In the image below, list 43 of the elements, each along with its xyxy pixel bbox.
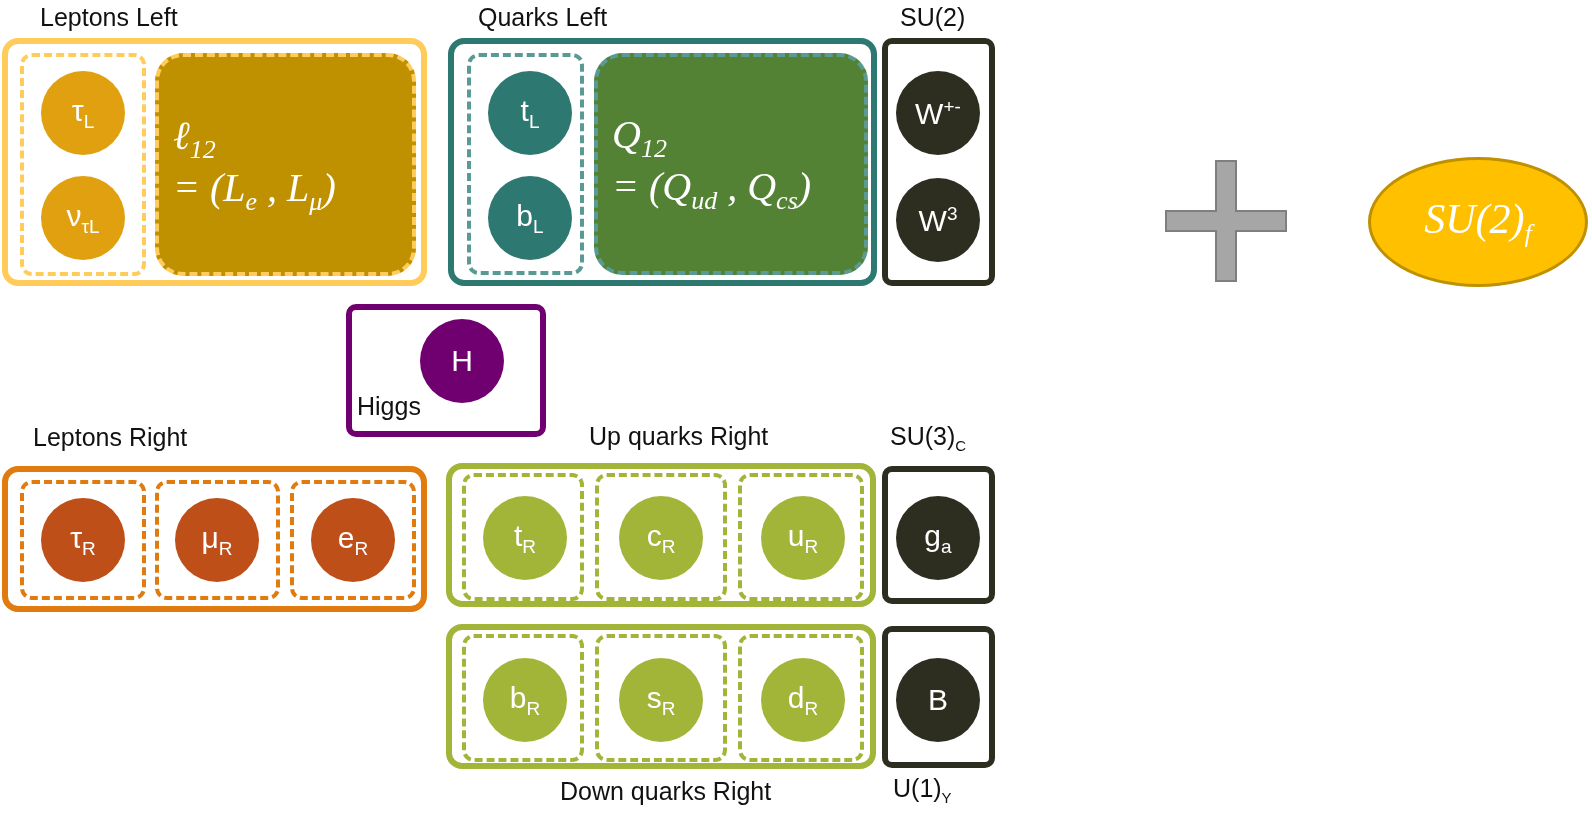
group-heading: Higgs bbox=[357, 393, 421, 421]
dashed-box bbox=[462, 473, 584, 601]
particle-symbol: b$_{L}$ bbox=[516, 200, 544, 236]
particle-symbol: τ$_{L}$ bbox=[71, 95, 95, 131]
dashed-box bbox=[462, 634, 584, 762]
particle-symbol: b$_{R}$ bbox=[509, 682, 541, 718]
particle-symbol: t$_{R}$ bbox=[513, 520, 537, 556]
particle-symbol: H bbox=[451, 346, 473, 376]
particle-symbol: t$_{L}$ bbox=[520, 95, 540, 131]
group-heading: SU(3)$_{C}$ bbox=[890, 423, 967, 455]
group-heading: Leptons Right bbox=[33, 424, 188, 452]
particle-symbol: B bbox=[928, 685, 948, 715]
dashed-box bbox=[155, 480, 280, 600]
particle-symbol: u$_{R}$ bbox=[787, 520, 819, 556]
particle-symbol: W$^{+-}$ bbox=[915, 97, 961, 129]
group-heading: Quarks Left bbox=[478, 4, 608, 32]
group-heading: Up quarks Right bbox=[589, 423, 769, 451]
dashed-box bbox=[738, 473, 864, 601]
group-heading: SU(2) bbox=[900, 4, 966, 32]
formula-text: Q$_{12}$ = (Q$_{ud}$ , Q$_{cs}$) bbox=[612, 112, 812, 216]
dashed-box bbox=[467, 53, 584, 275]
particle-symbol: c$_{R}$ bbox=[646, 520, 676, 556]
group-heading: Down quarks Right bbox=[560, 778, 772, 806]
dashed-box bbox=[738, 634, 864, 762]
particle-symbol: μ$_{R}$ bbox=[201, 522, 233, 558]
group-heading: U(1)$_{Y}$ bbox=[893, 775, 952, 807]
dashed-box bbox=[595, 634, 727, 762]
formula-box bbox=[594, 53, 868, 275]
formula-box bbox=[155, 53, 416, 276]
dashed-box bbox=[20, 480, 146, 600]
particle-symbol: τ$_{R}$ bbox=[70, 522, 96, 558]
particle-symbol: s$_{R}$ bbox=[646, 682, 676, 718]
particle-symbol: e$_{R}$ bbox=[337, 522, 369, 558]
dashed-box bbox=[290, 480, 416, 600]
group-box bbox=[346, 304, 546, 437]
particle-symbol: g$_{a}$ bbox=[924, 520, 952, 556]
dashed-box bbox=[595, 473, 727, 601]
dashed-box bbox=[20, 53, 146, 276]
particle-symbol: W$^{3}$ bbox=[918, 204, 958, 236]
particle-symbol: d$_{R}$ bbox=[787, 682, 819, 718]
formula-text: ℓ$_{12}$ = (L$_{e}$ , L$_{μ}$) bbox=[173, 112, 336, 217]
particle-symbol: ν$_{τL}$ bbox=[66, 200, 100, 236]
group-heading: Leptons Left bbox=[40, 4, 178, 32]
